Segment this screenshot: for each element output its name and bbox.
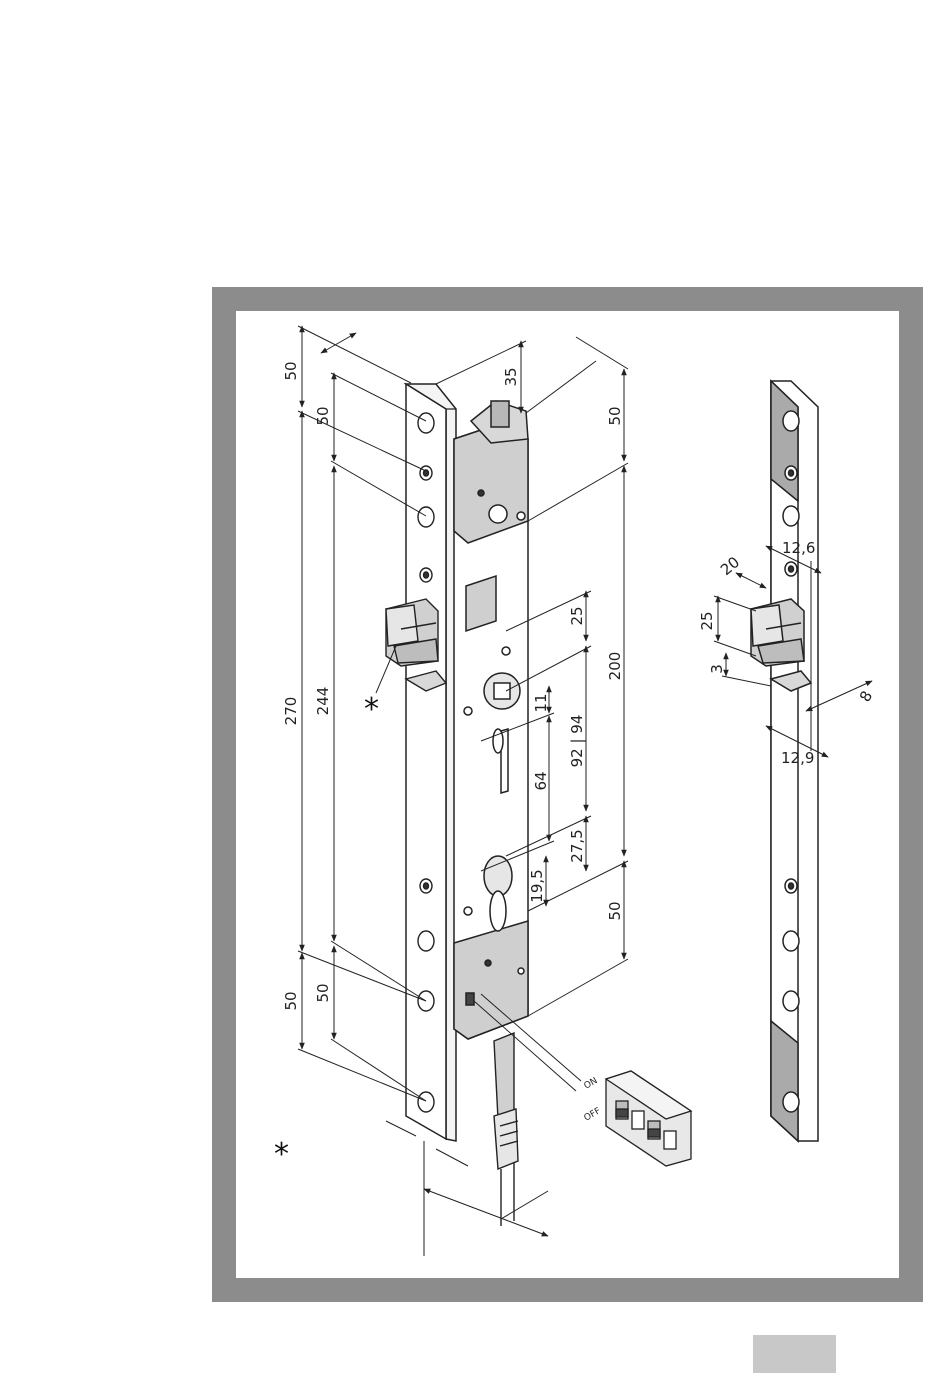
strike-dim-8: 8 [856,688,876,705]
dim-50-top-outer: 50 [282,361,300,380]
dim-27-5: 27,5 [568,829,586,862]
asterisk-legend: * [274,1137,289,1172]
lock-case [454,401,528,1039]
dim-50-right-top: 50 [606,406,624,425]
strike-dim-12-9: 12,9 [781,749,814,767]
dim-19-5: 19,5 [528,869,546,902]
dim-92-94: 92 | 94 [568,715,586,768]
asterisk-marker: * [364,692,379,727]
faceplate [406,384,456,1141]
cable [494,1033,518,1226]
dim-11: 11 [532,693,550,712]
page-number-tab [753,1335,836,1373]
figure-panel: 50 270 50 50 244 50 35 50 200 50 25 92 |… [236,311,899,1278]
dim-64: 64 [532,771,550,790]
dim-50-right-bottom: 50 [606,901,624,920]
dim-50-bottom-outer: 50 [282,991,300,1010]
dim-50-bottom-inner: 50 [314,983,332,1002]
dim-244: 244 [314,687,332,716]
switch-off-label: OFF [583,1106,603,1123]
dim-25: 25 [568,606,586,625]
dim-35: 35 [502,367,520,386]
dim-270: 270 [282,697,300,726]
switch-on-label: ON [583,1076,600,1092]
lock-dimension-drawing: 50 270 50 50 244 50 35 50 200 50 25 92 |… [236,311,899,1278]
dip-switch [606,1071,691,1166]
dim-50-top-inner: 50 [314,406,332,425]
figure-frame: 50 270 50 50 244 50 35 50 200 50 25 92 |… [212,287,923,1302]
page-number [753,1335,836,1373]
latch-bolt [386,599,446,691]
strike-dim-3: 3 [708,664,726,674]
dim-200: 200 [606,652,624,681]
strike-dim-12-6: 12,6 [782,539,815,557]
strike-dim-25: 25 [698,611,716,630]
